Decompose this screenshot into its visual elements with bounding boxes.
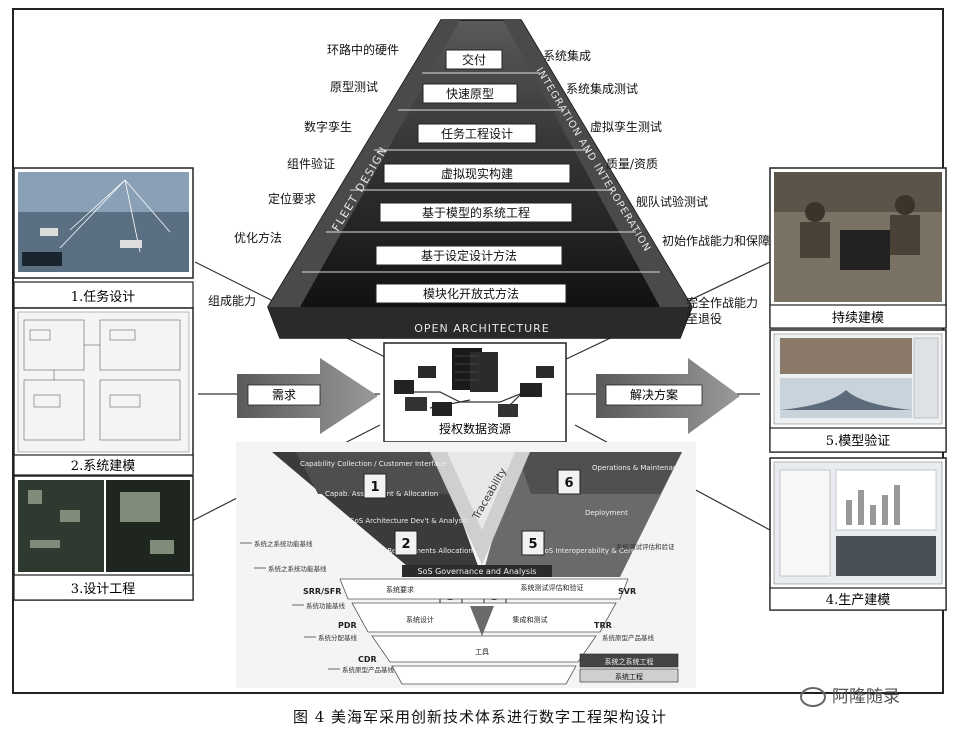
wing-right-text-2: Deployment [585, 509, 628, 517]
baseline-left-1: 系统之系统功能基线 [254, 539, 313, 548]
right-panel-sustain: 持续建模 [769, 167, 947, 329]
left-label-2: 原型测试 [330, 79, 378, 94]
band-system-design: 系统设计 [406, 615, 434, 624]
baseline-right-2: 系统原型产品基线 [602, 633, 655, 642]
wing-left-text-4: SoS Requirements Allocation [372, 547, 473, 555]
pyramid: 交付 快速原型 任务工程设计 虚拟现实构建 基于模型的系统工程 基于设定设计方法… [267, 19, 693, 339]
milestone-pdr: PDR [338, 621, 357, 630]
baseline-left-4: 系统分配基线 [318, 633, 358, 642]
left-panel-mission: 1.任务设计 [13, 167, 194, 309]
right-panel-production: 4.生产建模 [769, 457, 947, 611]
pyramid-layer-1: 交付 [462, 52, 486, 67]
watermark-text: 阿隆随录 [832, 687, 900, 707]
right-panel-validation: 5.模型验证 [769, 329, 947, 453]
data-resource-box: 授权数据资源 [383, 342, 567, 443]
panel-sustainment-modeling: 持续建模 [832, 311, 884, 326]
legend-systems-engineering: 系统工程 [615, 672, 643, 681]
panel-production-modeling: 4.生产建模 [826, 593, 890, 608]
pyramid-left-labels: 环路中的硬件 原型测试 数字孪生 组件验证 定位要求 优化方法 组成能力 [208, 42, 399, 308]
milestone-trr: TRR [594, 621, 612, 630]
baseline-right-1: 系统测试评估和验证 [616, 542, 675, 551]
right-label-4: 质量/资质 [606, 157, 658, 171]
requirement-arrow: 需求 [237, 358, 378, 434]
server-network-icon [394, 348, 554, 417]
right-label-3: 虚拟孪生测试 [590, 119, 662, 134]
milestone-cdr: CDR [358, 655, 377, 664]
wing-left-text-1: Capability Collection / Customer Interfa… [300, 460, 446, 468]
left-label-4: 组件验证 [287, 156, 335, 171]
right-label-7: 完全作战能力 [686, 295, 758, 310]
pyramid-layer-4: 虚拟现实构建 [441, 166, 513, 181]
pyramid-layer-5: 基于模型的系统工程 [422, 205, 530, 220]
left-panel-system-model: 2.系统建模 [13, 307, 194, 476]
baseline-left-2: 系统之系统功能基线 [268, 564, 327, 573]
figure-caption: 图 4 美海军采用创新技术体系进行数字工程架构设计 [292, 708, 668, 726]
pyramid-right-labels: 系统集成 系统集成测试 虚拟孪生测试 质量/资质 舰队试验测试 初始作战能力和保… [543, 48, 770, 326]
left-panel-design-eng: 3.设计工程 [13, 475, 194, 601]
step-number-2: 2 [401, 537, 410, 552]
data-resource-label: 授权数据资源 [439, 421, 511, 436]
open-architecture-label: OPEN ARCHITECTURE [414, 322, 550, 335]
pyramid-layer-7: 模块化开放式方法 [423, 286, 519, 301]
band-system-test: 系统测试评估和验证 [521, 583, 584, 592]
baseline-left-5: 系统原型产品基线 [342, 665, 395, 674]
requirement-label: 需求 [272, 388, 296, 402]
lower-v-diagram: Traceability SoS Governance and Analysis… [236, 442, 696, 688]
panel-system-modeling: 2.系统建模 [71, 459, 135, 474]
band-system-requirements: 系统要求 [386, 585, 414, 594]
band-tools: 工具 [475, 648, 489, 656]
solution-label: 解决方案 [630, 387, 678, 402]
wing-right-text-1: Operations & Maintenance [592, 464, 685, 472]
right-label-2: 系统集成测试 [566, 81, 638, 96]
solution-arrow: 解决方案 [596, 358, 740, 434]
step-number-1: 1 [370, 480, 379, 495]
right-label-5: 舰队试验测试 [636, 194, 708, 209]
baseline-left-3: 系统功能基线 [306, 601, 346, 610]
band-integration-test: 集成和测试 [513, 615, 548, 624]
left-label-3: 数字孪生 [304, 119, 352, 134]
left-label-1: 环路中的硬件 [327, 42, 399, 57]
watermark: 阿隆随录 [800, 682, 900, 707]
panel-model-validation: 5.模型验证 [826, 433, 890, 449]
pyramid-layer-3: 任务工程设计 [441, 126, 513, 141]
step-number-6: 6 [564, 476, 573, 491]
step-number-5: 5 [528, 537, 537, 552]
right-label-6: 初始作战能力和保障 [662, 233, 770, 248]
panel-mission-design: 1.任务设计 [71, 289, 135, 305]
left-label-5: 定位要求 [268, 191, 316, 206]
panel-design-engineering: 3.设计工程 [71, 582, 135, 597]
pyramid-layer-6: 基于设定设计方法 [421, 248, 517, 263]
wing-right-text-3: SoS Interoperability & Certification [540, 547, 662, 555]
wing-left-text-3: SoS Architecture Dev't & Analysis [350, 517, 468, 525]
chat-bubble-icon [800, 687, 826, 707]
governance-label: SoS Governance and Analysis [418, 567, 537, 576]
left-label-6: 优化方法 [234, 230, 282, 245]
pyramid-layer-2: 快速原型 [446, 87, 494, 101]
milestone-svr: SVR [618, 587, 636, 596]
right-label-8: 至退役 [686, 311, 722, 326]
left-label-7: 组成能力 [208, 294, 256, 308]
milestone-srr-sfr: SRR/SFR [303, 587, 341, 596]
legend-sos-engineering: 系统之系统工程 [605, 657, 654, 666]
right-label-1: 系统集成 [543, 48, 591, 63]
